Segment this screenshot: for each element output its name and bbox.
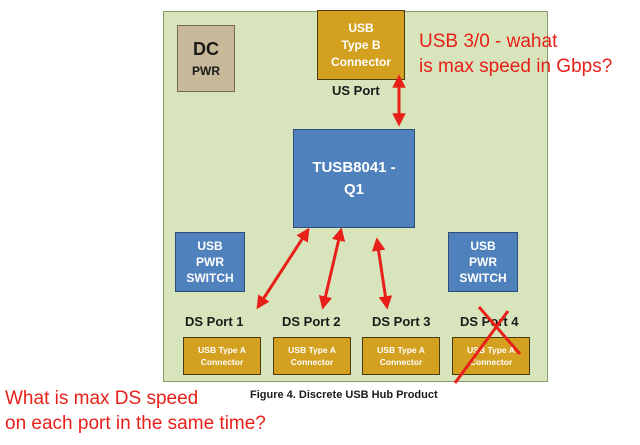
usb-type-b-line3: Connector <box>331 54 391 69</box>
connector-2-line1: USB Type A <box>288 345 336 355</box>
connector-2-line2: Connector <box>290 357 334 367</box>
chip-line1: TUSB8041 - <box>312 158 396 176</box>
annotation-top: USB 3/0 - wahat is max speed in Gbps? <box>419 29 612 79</box>
connector-3-line1: USB Type A <box>377 345 425 355</box>
usb-power-switch-left: USB PWR SWITCH <box>175 232 245 292</box>
usb-type-a-connector-3: USB Type A Connector <box>362 337 440 375</box>
chip-line2: Q1 <box>343 180 364 198</box>
us-port-label: US Port <box>332 83 380 98</box>
connector-1-line1: USB Type A <box>198 345 246 355</box>
annotation-bottom-line1: What is max DS speed <box>5 388 199 409</box>
connector-4-line1: USB Type A <box>467 345 515 355</box>
connector-3-line2: Connector <box>379 357 423 367</box>
annotation-bottom: What is max DS speed on each port in the… <box>5 386 266 436</box>
usb-type-b-line2: Type B <box>341 37 381 52</box>
usb-type-a-connector-1: USB Type A Connector <box>183 337 261 375</box>
usb-power-switch-right: USB PWR SWITCH <box>448 232 518 292</box>
power-switch-left-line2: PWR <box>196 255 224 269</box>
ds-port-2-label: DS Port 2 <box>282 314 341 329</box>
connector-4-line2: Connector <box>469 357 513 367</box>
ds-port-3-label: DS Port 3 <box>372 314 431 329</box>
usb-type-b-line1: USB <box>348 20 374 35</box>
power-switch-left-line1: USB <box>197 239 223 253</box>
annotation-top-line2: is max speed in Gbps? <box>419 56 613 77</box>
dc-label: DC <box>193 39 219 59</box>
power-switch-left-line3: SWITCH <box>186 271 234 285</box>
power-switch-right-line3: SWITCH <box>459 271 507 285</box>
usb-type-a-connector-2: USB Type A Connector <box>273 337 351 375</box>
connector-1-line2: Connector <box>200 357 244 367</box>
ds-port-1-label: DS Port 1 <box>185 314 244 329</box>
power-switch-right-line1: USB <box>470 239 496 253</box>
annotation-top-line1: USB 3/0 - wahat <box>419 31 558 52</box>
pwr-label: PWR <box>192 64 220 78</box>
ds-port-4-label: DS Port 4 <box>460 314 519 329</box>
usb-type-a-connector-4: USB Type A Connector <box>452 337 530 375</box>
usb-type-b-connector: USB Type B Connector <box>317 10 405 80</box>
hub-controller-chip: TUSB8041 - Q1 <box>293 129 415 228</box>
power-switch-right-line2: PWR <box>469 255 497 269</box>
annotation-bottom-line2: on each port in the same time? <box>5 413 266 434</box>
dc-power-block: DC PWR <box>177 25 235 92</box>
figure-caption: Figure 4. Discrete USB Hub Product <box>250 389 438 401</box>
